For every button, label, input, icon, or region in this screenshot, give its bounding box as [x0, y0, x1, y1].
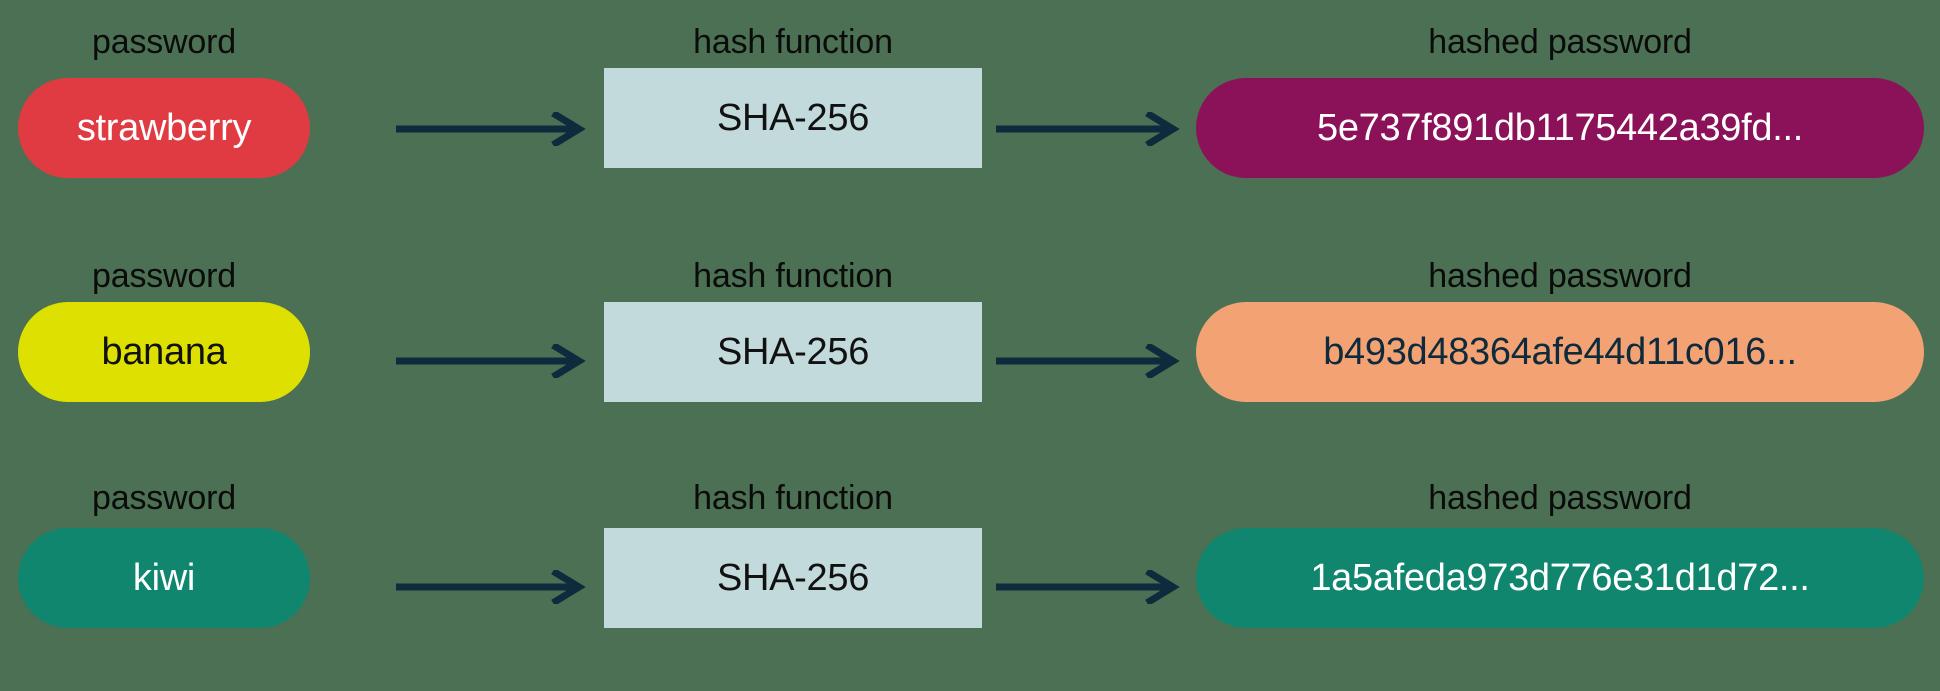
- function-caption: hash function: [693, 23, 893, 61]
- arrow-right-icon: [996, 570, 1182, 604]
- hash-row: password kiwi hash function SHA-256 hash…: [0, 460, 1940, 690]
- hashed-password-pill: 1a5afeda973d776e31d1d72...: [1196, 528, 1924, 628]
- hashed-password-pill: b493d48364afe44d11c016...: [1196, 302, 1924, 402]
- password-pill: kiwi: [18, 528, 310, 628]
- input-caption: password: [92, 479, 236, 517]
- input-caption: password: [92, 23, 236, 61]
- output-caption: hashed password: [1428, 23, 1692, 61]
- output-caption: hashed password: [1428, 257, 1692, 295]
- arrow-right-icon: [996, 344, 1182, 378]
- hashed-password-pill: 5e737f891db1175442a39fd...: [1196, 78, 1924, 178]
- input-caption: password: [92, 257, 236, 295]
- function-caption: hash function: [693, 479, 893, 517]
- arrow-right-icon: [396, 570, 588, 604]
- hash-function-box: SHA-256: [604, 68, 982, 168]
- hash-function-box: SHA-256: [604, 528, 982, 628]
- output-caption: hashed password: [1428, 479, 1692, 517]
- password-pill: banana: [18, 302, 310, 402]
- arrow-right-icon: [396, 112, 588, 146]
- hash-function-box: SHA-256: [604, 302, 982, 402]
- arrow-right-icon: [996, 112, 1182, 146]
- password-pill: strawberry: [18, 78, 310, 178]
- hash-row: password banana hash function SHA-256 ha…: [0, 230, 1940, 460]
- arrow-right-icon: [396, 344, 588, 378]
- function-caption: hash function: [693, 257, 893, 295]
- hash-row: password strawberry hash function SHA-25…: [0, 0, 1940, 230]
